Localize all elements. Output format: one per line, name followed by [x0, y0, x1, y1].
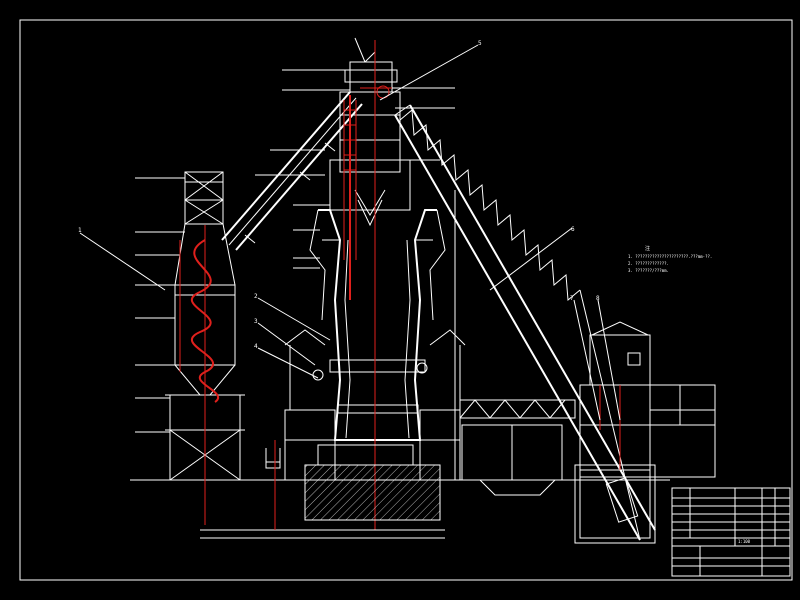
downcomer-pipe	[221, 69, 363, 251]
left-tower	[135, 171, 245, 525]
leader-5: 5	[478, 40, 482, 47]
leader-7: 7	[570, 295, 574, 302]
leader-6: 6	[571, 226, 575, 233]
title-block: 1:100	[671, 487, 791, 577]
drawing-frame	[19, 19, 793, 581]
skip-pit-building	[574, 321, 716, 544]
note-line-2: 2. ?????????????.	[628, 261, 669, 266]
gallery	[459, 399, 576, 496]
leader-4: 4	[254, 343, 258, 350]
note-line-3: 3. ???????/???mm.	[628, 268, 669, 273]
note-line-1: 1. ??????????????????????.???mm-??.	[628, 254, 712, 259]
leader-3: 3	[254, 318, 258, 325]
leader-8: 8	[596, 295, 600, 302]
foundation	[200, 440, 445, 539]
skip-incline	[394, 104, 656, 541]
notes-title: 注	[645, 245, 650, 252]
leader-2: 2	[254, 293, 258, 300]
notes-block: 注 1. ??????????????????????.???mm-??. 2.…	[628, 245, 712, 273]
leader-lines: 1 2 3 4 5 6 7 8	[78, 40, 621, 421]
title-block-scale: 1:100	[738, 539, 751, 544]
leader-1: 1	[78, 227, 82, 234]
blast-furnace	[293, 37, 455, 530]
